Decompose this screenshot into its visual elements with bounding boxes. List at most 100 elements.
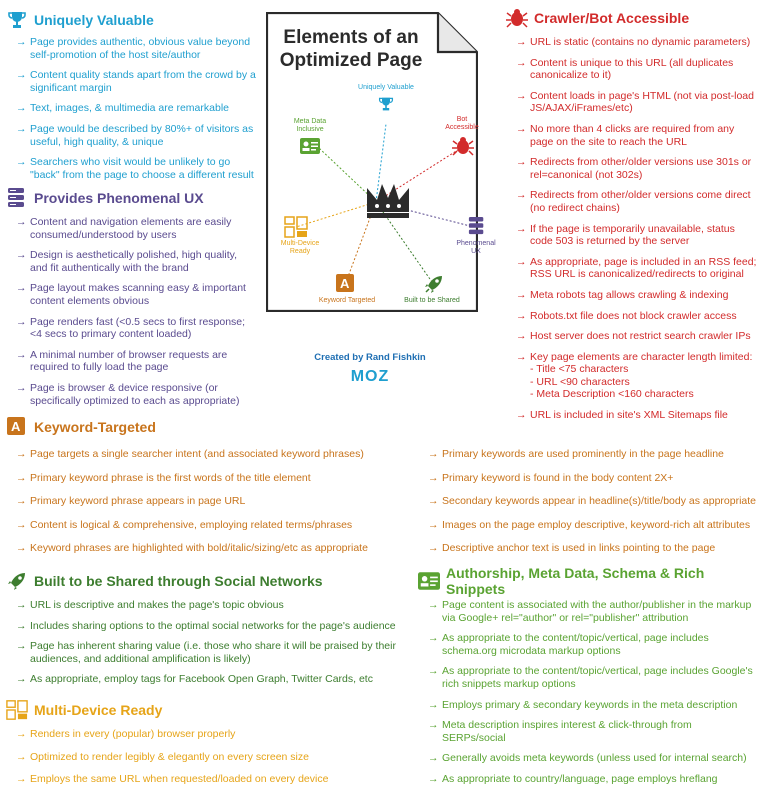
list-item-text: Primary keyword phrase appears in page U… <box>30 495 246 508</box>
list-item-text: Employs the same URL when requested/load… <box>30 773 329 786</box>
list-item: →Redirects from other/older versions com… <box>516 189 758 214</box>
list-item-text: Redirects from other/older versions use … <box>530 156 752 181</box>
keyword-list-right: →Primary keywords are used prominently i… <box>428 448 758 566</box>
arrow-right-icon: → <box>16 542 27 555</box>
arrow-right-icon: → <box>428 599 439 611</box>
list-item: →Primary keyword phrase appears in page … <box>16 495 416 508</box>
list-item-text: Keyword phrases are highlighted with bol… <box>30 542 368 555</box>
item-list: →Page provides authentic, obvious value … <box>6 36 256 181</box>
arrow-right-icon: → <box>16 518 27 531</box>
list-item-text: Page layout makes scanning easy & import… <box>30 282 246 307</box>
list-item: →Primary keyword is found in the body co… <box>428 472 758 485</box>
list-item-text: Page content is associated with the auth… <box>442 599 752 624</box>
arrow-right-icon: → <box>428 632 439 645</box>
arrow-right-icon: → <box>428 542 439 555</box>
arrow-right-icon: → <box>516 56 527 69</box>
arrow-right-icon: → <box>428 471 439 484</box>
list-item: →Key page elements are character length … <box>516 351 758 401</box>
section-title: Keyword-Targeted <box>34 419 156 435</box>
list-item-text: Page targets a single searcher intent (a… <box>30 448 364 460</box>
bug-icon <box>452 137 474 156</box>
section-title: Provides Phenomenal UX <box>34 190 204 206</box>
list-item-text: Page would be described by 80%+ of visit… <box>30 122 254 148</box>
list-item-text: Secondary keywords appear in headline(s)… <box>442 495 757 508</box>
section-header: Built to be Shared through Social Networ… <box>6 569 411 593</box>
list-item-text: Descriptive anchor text is used in links… <box>442 542 716 555</box>
list-item: →If the page is temporarily unavailable,… <box>516 223 758 248</box>
section-multi-device: Multi-Device Ready →Renders in every (po… <box>6 698 411 796</box>
list-item-text: As appropriate to the content/topic/vert… <box>442 632 709 657</box>
list-item: →Redirects from other/older versions use… <box>516 156 758 181</box>
section-header: Multi-Device Ready <box>6 698 411 722</box>
section-shared: Built to be Shared through Social Networ… <box>6 569 411 694</box>
arrow-right-icon: → <box>16 599 27 611</box>
server-icon <box>468 217 484 235</box>
list-item: →Robots.txt file does not block crawler … <box>516 310 758 323</box>
list-item-text: Employs primary & secondary keywords in … <box>442 698 738 711</box>
rocket-icon <box>6 570 28 592</box>
credit-line: Created by Rand Fishkin <box>314 352 426 363</box>
svg-text:A: A <box>11 419 21 434</box>
item-list: →URL is static (contains no dynamic para… <box>506 36 758 422</box>
arrow-right-icon: → <box>516 288 527 301</box>
arrow-right-icon: → <box>16 216 27 228</box>
arrow-right-icon: → <box>516 189 527 202</box>
list-item: →As appropriate, page is included in an … <box>516 256 758 281</box>
node-label-shared: Built to be Shared <box>404 297 460 304</box>
list-item-text: Page renders fast (<0.5 secs to first re… <box>30 315 246 341</box>
arrow-right-icon: → <box>16 156 27 169</box>
node-label-keyword: Keyword Targeted <box>318 297 376 304</box>
keyword-a-icon: A <box>6 416 28 438</box>
section-title: Authorship, Meta Data, Schema & Rich Sni… <box>446 565 705 597</box>
list-item-text: URL is included in site's XML Sitemaps f… <box>530 409 728 422</box>
arrow-right-icon: → <box>16 448 27 460</box>
arrow-right-icon: → <box>516 350 527 363</box>
list-item-text: Images on the page employ descriptive, k… <box>442 518 751 531</box>
list-item: →Generally avoids meta keywords (unless … <box>428 752 758 765</box>
list-item-text: Optimized to render legibly & elegantly … <box>30 750 309 763</box>
list-item: →Page renders fast (<0.5 secs to first r… <box>16 316 256 341</box>
section-authorship: Authorship, Meta Data, Schema & Rich Sni… <box>418 565 758 794</box>
arrow-right-icon: → <box>16 619 27 632</box>
list-item: →Meta robots tag allows crawling & index… <box>516 289 758 302</box>
item-list: →Page content is associated with the aut… <box>418 599 758 786</box>
arrow-right-icon: → <box>516 36 527 48</box>
arrow-right-icon: → <box>428 665 439 678</box>
arrow-right-icon: → <box>516 255 527 268</box>
list-item: →Content loads in page's HTML (not via p… <box>516 90 758 115</box>
list-item-text: URL is static (contains no dynamic param… <box>530 36 751 48</box>
section-header: Uniquely Valuable <box>6 8 256 32</box>
crown-icon <box>367 184 409 218</box>
arrow-right-icon: → <box>16 122 27 135</box>
arrow-right-icon: → <box>428 698 439 711</box>
item-list: →URL is descriptive and makes the page's… <box>6 599 411 686</box>
list-item: →Searchers who visit would be unlikely t… <box>16 156 256 181</box>
rocket-icon <box>425 276 442 293</box>
section-uniquely-valuable: Uniquely Valuable →Page provides authent… <box>6 8 256 189</box>
list-item-text: If the page is temporarily unavailable, … <box>530 222 735 248</box>
id-card-icon <box>300 138 320 154</box>
list-item: →Images on the page employ descriptive, … <box>428 519 758 532</box>
list-item: →A minimal number of browser requests ar… <box>16 349 256 374</box>
section-title: Crawler/Bot Accessible <box>534 10 690 26</box>
arrow-right-icon: → <box>16 773 27 786</box>
item-list: →Content and navigation elements are eas… <box>6 216 256 407</box>
item-list: →Renders in every (popular) browser prop… <box>6 728 411 786</box>
section-keyword: A Keyword-Targeted <box>6 415 756 439</box>
list-item: →Page is browser & device responsive (or… <box>16 382 256 407</box>
bug-icon <box>506 7 528 29</box>
list-item-text: Generally avoids meta keywords (unless u… <box>442 752 747 765</box>
list-item-text: Content is unique to this URL (all dupli… <box>530 56 734 82</box>
arrow-right-icon: → <box>516 122 527 135</box>
list-item: →Meta description inspires interest & cl… <box>428 719 758 744</box>
list-item-text: As appropriate to country/language, page… <box>442 772 718 785</box>
list-item-text: Searchers who visit would be unlikely to… <box>30 156 254 181</box>
list-item-text: Page has inherent sharing value (i.e. th… <box>30 640 396 665</box>
list-item-text: Primary keyword is found in the body con… <box>442 471 674 484</box>
arrow-right-icon: → <box>428 518 439 531</box>
list-item-text: As appropriate to the content/topic/vert… <box>442 665 753 690</box>
spoke-diagram <box>295 123 475 283</box>
arrow-right-icon: → <box>428 719 439 732</box>
list-item-text: Meta robots tag allows crawling & indexi… <box>530 288 729 301</box>
